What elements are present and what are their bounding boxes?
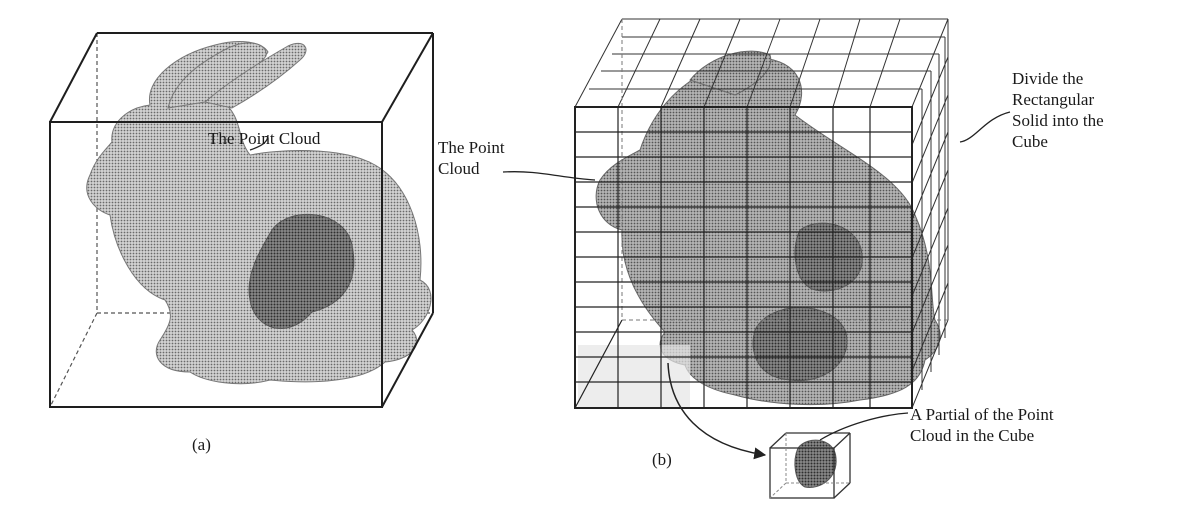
panel-b-partial-label-line2: Cloud in the Cube [910, 426, 1035, 445]
panel-b-grid-front-face [574, 106, 913, 409]
panel-b-divide-label-line1: Divide the [1012, 69, 1084, 88]
panel-b-partial-label-line1: A Partial of the Point [910, 405, 1054, 424]
panel-b-divide-leader [959, 111, 1011, 143]
panel-b-caption: (b) [652, 450, 672, 469]
panel-a-point-cloud-leader [249, 134, 269, 151]
panel-b-point-cloud-label-line1: The Point [438, 138, 505, 157]
panel-b-bunny-point-cloud [578, 50, 941, 408]
panel-b-extract-arrow [667, 362, 767, 460]
panel-a-bounding-box [49, 32, 434, 408]
panel-b-grid-top-face [574, 18, 949, 108]
panel-b [502, 18, 1011, 499]
panel-a-caption: (a) [192, 435, 211, 454]
panel-b-divide-label-line4: Cube [1012, 132, 1048, 151]
panel-a-bunny-point-cloud [86, 41, 432, 385]
panel-b-point-cloud-leader [502, 171, 596, 181]
panel-a [49, 32, 434, 408]
panel-a-point-cloud-label: The Point Cloud [208, 129, 321, 148]
panel-b-divide-label-line3: Solid into the [1012, 111, 1104, 130]
panel-b-partial-leader [819, 412, 909, 441]
panel-b-divide-label-line2: Rectangular [1012, 90, 1095, 109]
panel-b-partial-label: A Partial of the Point Cloud in the Cube [910, 404, 1054, 446]
panel-b-divide-label: Divide the Rectangular Solid into the Cu… [1012, 68, 1104, 152]
panel-b-grid-hidden-edges [621, 19, 948, 321]
panel-b-point-cloud-label-line2: Cloud [438, 159, 480, 178]
panel-b-small-cube [769, 432, 851, 499]
panel-b-point-cloud-label: The Point Cloud [438, 137, 505, 179]
